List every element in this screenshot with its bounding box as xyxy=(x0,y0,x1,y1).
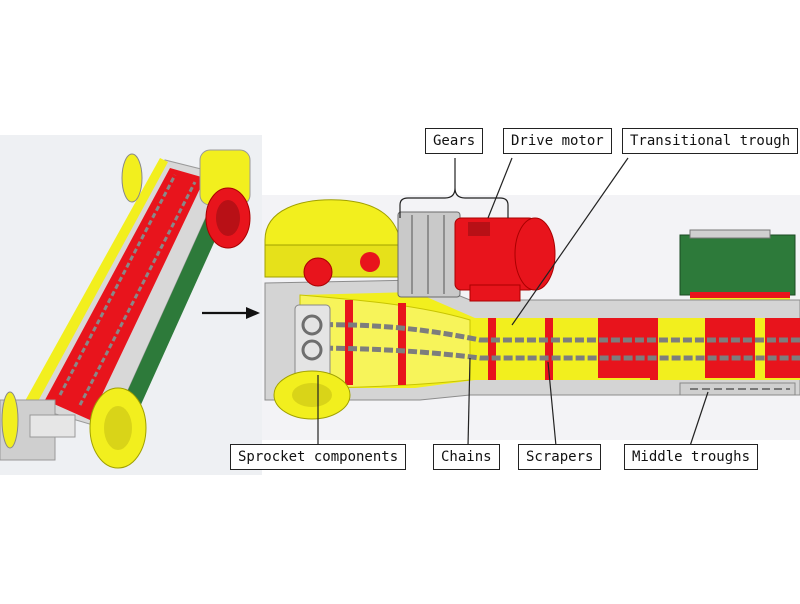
leader-gears xyxy=(399,158,509,218)
scraper-bar xyxy=(545,318,553,380)
sprocket-assembly xyxy=(273,304,351,420)
callout-middle-troughs: Middle troughs xyxy=(624,444,759,470)
scraper-bar xyxy=(398,303,406,385)
overview-motor-cap xyxy=(216,200,240,236)
overview-green-panel xyxy=(110,175,240,440)
motor-terminal-box xyxy=(468,222,490,236)
gearbox-red-flange xyxy=(360,252,380,272)
scraper-bar xyxy=(488,318,496,380)
green-frame-body xyxy=(679,234,796,296)
sprocket-hub xyxy=(292,383,332,407)
green-frame-red-base xyxy=(690,292,790,300)
scraper-bar xyxy=(650,318,658,380)
leader-transitional-trough xyxy=(511,157,629,326)
green-frame-equipment xyxy=(679,229,796,304)
gear-coupling xyxy=(397,211,461,298)
overview-red-deck xyxy=(45,168,205,420)
sprocket-teeth-lower xyxy=(301,339,323,361)
leader-chains xyxy=(467,357,471,447)
callout-gears: Gears xyxy=(425,128,484,154)
overview-chain-right xyxy=(78,181,197,406)
conveyor-overview xyxy=(0,135,262,475)
callout-sprocket-components: Sprocket components xyxy=(230,444,407,470)
overview-tail-wheel xyxy=(1,391,19,449)
motor-end-cap xyxy=(514,217,556,291)
callout-drive-motor: Drive motor xyxy=(503,128,612,154)
middle-trough-red-block-1 xyxy=(598,318,658,378)
overview-tail-sprocket xyxy=(29,414,76,438)
green-frame-top-rail xyxy=(689,229,771,239)
middle-trough-rail xyxy=(679,382,796,396)
arrow-head xyxy=(246,307,260,319)
leader-middle-troughs xyxy=(689,391,709,447)
conveyor-detail xyxy=(262,195,800,440)
gearbox-red-coupling xyxy=(303,257,333,287)
middle-trough-red-block-2 xyxy=(705,318,755,378)
callout-transitional-trough: Transitional trough xyxy=(622,128,799,154)
callout-chains: Chains xyxy=(433,444,500,470)
leader-lines xyxy=(317,157,709,447)
overview-top-wheel xyxy=(121,153,143,203)
overview-yellow-rail xyxy=(20,158,168,416)
middle-trough-red-block-3 xyxy=(765,318,800,378)
motor-mount xyxy=(469,284,521,302)
overview-chain-left xyxy=(58,174,177,396)
overview-tail-hub xyxy=(104,406,132,450)
sprocket-teeth-upper xyxy=(301,314,323,336)
callout-scrapers: Scrapers xyxy=(518,444,602,470)
zoom-arrow xyxy=(202,307,260,319)
gears-assembly xyxy=(264,199,401,287)
leader-drive-motor xyxy=(487,157,513,219)
scraper-bar xyxy=(345,300,353,385)
scrapers xyxy=(345,300,658,385)
leader-scrapers xyxy=(547,361,557,447)
drive-motor xyxy=(454,217,556,302)
